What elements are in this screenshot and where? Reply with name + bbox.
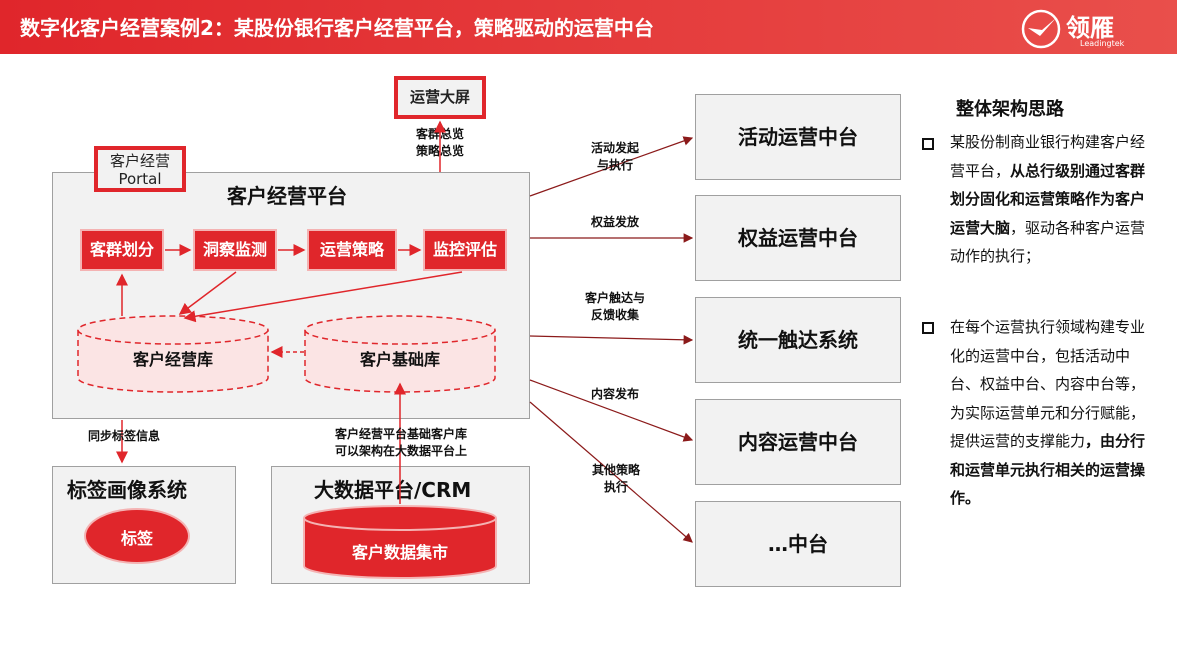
tag-ellipse xyxy=(84,508,190,564)
side-p1-a: 某股份制商业银行构建客户经营平台， xyxy=(950,133,1146,180)
bullet-square-icon xyxy=(922,138,934,150)
content-ops-hub-label: 内容运营中台 xyxy=(738,430,858,454)
bigdata-note: 客户经营平台基础客户库 可以架构在大数据平台上 xyxy=(306,426,496,460)
tag-label: 标签 xyxy=(120,529,153,548)
content-ops-hub: 内容运营中台 xyxy=(695,399,901,485)
flow-label-content: 内容发布 xyxy=(590,387,639,401)
side-p1-b: 从总行级别通过客群划分固化和运营策略作为客户运营大脑 xyxy=(950,161,1146,237)
other-hub-label: …中台 xyxy=(768,532,828,556)
unified-reach-system: 统一触达系统 xyxy=(695,297,901,383)
side-paragraph-1: 某股份制商业银行构建客户经营平台，从总行级别通过客群划分固化和运营策略作为客户运… xyxy=(950,128,1150,271)
flow-label-other: 其他策略 执行 xyxy=(584,462,648,496)
activity-ops-hub-label: 活动运营中台 xyxy=(738,125,858,149)
flow-label-activity: 活动发起 与执行 xyxy=(578,140,652,174)
page-title: 数字化客户经营案例2：某股份银行客户经营平台，策略驱动的运营中台 xyxy=(20,16,654,40)
header-bar: 数字化客户经营案例2：某股份银行客户经营平台，策略驱动的运营中台 领雁 Lead… xyxy=(0,0,1177,54)
step-segmentation: 客群划分 xyxy=(80,229,164,271)
flow-label-other-1: 其他策略 xyxy=(591,463,640,477)
side-p2-a: 在每个运营执行领域构建专业化的运营中台，包括活动中台、权益中台、内容中台等，为实… xyxy=(950,318,1146,450)
other-hub: …中台 xyxy=(695,501,901,587)
platform-title: 客户经营平台 xyxy=(227,184,347,208)
portal-box: 客户经营 Portal xyxy=(94,146,186,192)
flow-label-activity-1: 活动发起 xyxy=(590,141,639,155)
side-paragraph-2: 在每个运营执行领域构建专业化的运营中台，包括活动中台、权益中台、内容中台等，为实… xyxy=(950,313,1150,513)
bigdata-note-1: 客户经营平台基础客户库 xyxy=(334,427,467,441)
step-monitor-evaluate: 监控评估 xyxy=(423,229,507,271)
logo-subtext: Leadingtek xyxy=(1080,39,1125,48)
side-p2-b: ，由分行和运营单元执行相关的运营操作。 xyxy=(950,432,1146,507)
customer-ops-db-cylinder xyxy=(77,315,269,393)
ops-screen-label: 运营大屏 xyxy=(409,88,470,106)
sync-tag-label: 同步标签信息 xyxy=(88,429,161,443)
flow-label-reach-2: 反馈收集 xyxy=(590,308,639,322)
side-title: 整体架构思路 xyxy=(956,99,1064,120)
portal-line-2: Portal xyxy=(118,170,162,188)
db-customer-base-label: 客户基础库 xyxy=(359,350,440,369)
customer-base-db-cylinder xyxy=(304,315,496,393)
bigdata-title: 大数据平台/CRM xyxy=(314,478,472,502)
db-customer-ops-label: 客户经营库 xyxy=(132,350,213,369)
step-ops-strategy: 运营策略 xyxy=(307,229,397,271)
flow-label-reach-1: 客户触达与 xyxy=(584,291,645,305)
brand-logo: 领雁 Leadingtek xyxy=(1020,8,1160,50)
unified-reach-system-label: 统一触达系统 xyxy=(738,328,858,352)
flow-label-other-2: 执行 xyxy=(603,480,628,494)
side-p1-c: ，驱动各种客户运营动作的执行； xyxy=(950,218,1146,266)
flow-label-rights: 权益发放 xyxy=(590,215,639,229)
bullet-square-icon xyxy=(922,322,934,334)
bigdata-note-2: 可以架构在大数据平台上 xyxy=(334,444,467,458)
flow-label-activity-2: 与执行 xyxy=(596,158,633,172)
logo-text: 领雁 xyxy=(1066,14,1114,42)
data-mart-cylinder xyxy=(303,505,497,579)
swallow-logo-icon xyxy=(1021,9,1061,49)
activity-ops-hub: 活动运营中台 xyxy=(695,94,901,180)
step-insight-monitoring: 洞察监测 xyxy=(193,229,277,271)
portal-line-1: 客户经营 xyxy=(109,152,170,170)
ops-screen-box: 运营大屏 xyxy=(394,76,486,119)
data-mart-label: 客户数据集市 xyxy=(351,543,448,562)
rights-ops-hub: 权益运营中台 xyxy=(695,195,901,281)
flow-label-reach: 客户触达与 反馈收集 xyxy=(578,290,652,324)
tag-system-title: 标签画像系统 xyxy=(67,478,187,502)
rights-ops-hub-label: 权益运营中台 xyxy=(738,226,858,250)
